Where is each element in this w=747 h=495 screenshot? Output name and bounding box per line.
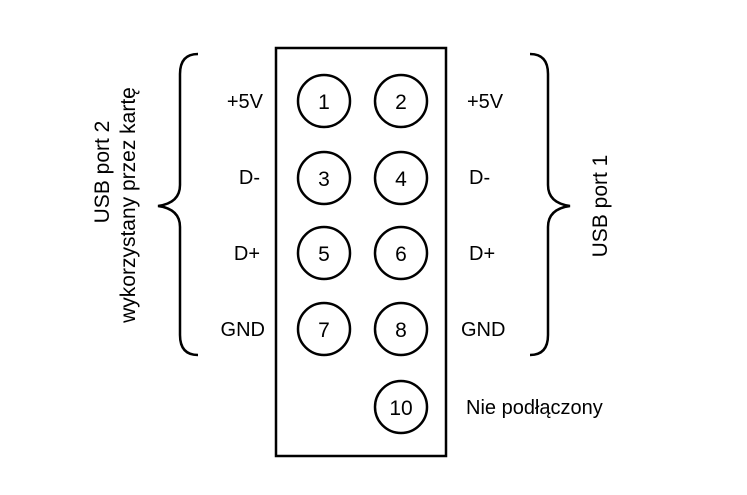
left-brace [157, 52, 199, 357]
pin-10: 10 [373, 379, 429, 435]
pin-4-number: 4 [395, 168, 407, 191]
left-group-label-line2: wykorzystany przez kartę [117, 87, 140, 324]
pin-5-number: 5 [318, 243, 330, 266]
pin-10-number: 10 [389, 397, 412, 420]
left-group-label-line1: USB port 2 [91, 121, 114, 224]
right-brace [529, 52, 571, 357]
pin-1-number: 1 [318, 91, 330, 114]
pin-7: 7 [296, 301, 352, 357]
right-signal-label: +5V [467, 91, 504, 113]
left-signal-label: +5V [227, 91, 264, 113]
pin-8: 8 [373, 301, 429, 357]
pin-6: 6 [373, 225, 429, 281]
pin-4-circle [373, 150, 429, 206]
right-signal-label: GND [461, 319, 505, 341]
pin-2: 2 [373, 73, 429, 129]
pin-8-number: 8 [395, 319, 407, 342]
pin-3: 3 [296, 150, 352, 206]
left-signal-label: GND [221, 319, 265, 341]
right-signal-label: D+ [469, 243, 495, 265]
pin-3-circle [296, 150, 352, 206]
pin-10-note: Nie podłączony [466, 397, 603, 419]
pin-4: 4 [373, 150, 429, 206]
pin-7-circle [296, 301, 352, 357]
pin-1: 1 [296, 73, 352, 129]
connector-body [274, 46, 448, 458]
pin-2-number: 2 [395, 91, 407, 114]
left-signal-label: D+ [234, 243, 260, 265]
pin-7-number: 7 [318, 319, 330, 342]
right-signal-label: D- [469, 167, 490, 189]
pin-5: 5 [296, 225, 352, 281]
pin-10-circle [373, 379, 429, 435]
pin-3-number: 3 [318, 168, 330, 191]
pin-1-circle [296, 73, 352, 129]
pin-6-circle [373, 225, 429, 281]
pin-5-circle [296, 225, 352, 281]
right-group-label: USB port 1 [589, 155, 612, 258]
pin-2-circle [373, 73, 429, 129]
left-signal-label: D- [239, 167, 260, 189]
pin-8-circle [373, 301, 429, 357]
pin-6-number: 6 [395, 243, 407, 266]
